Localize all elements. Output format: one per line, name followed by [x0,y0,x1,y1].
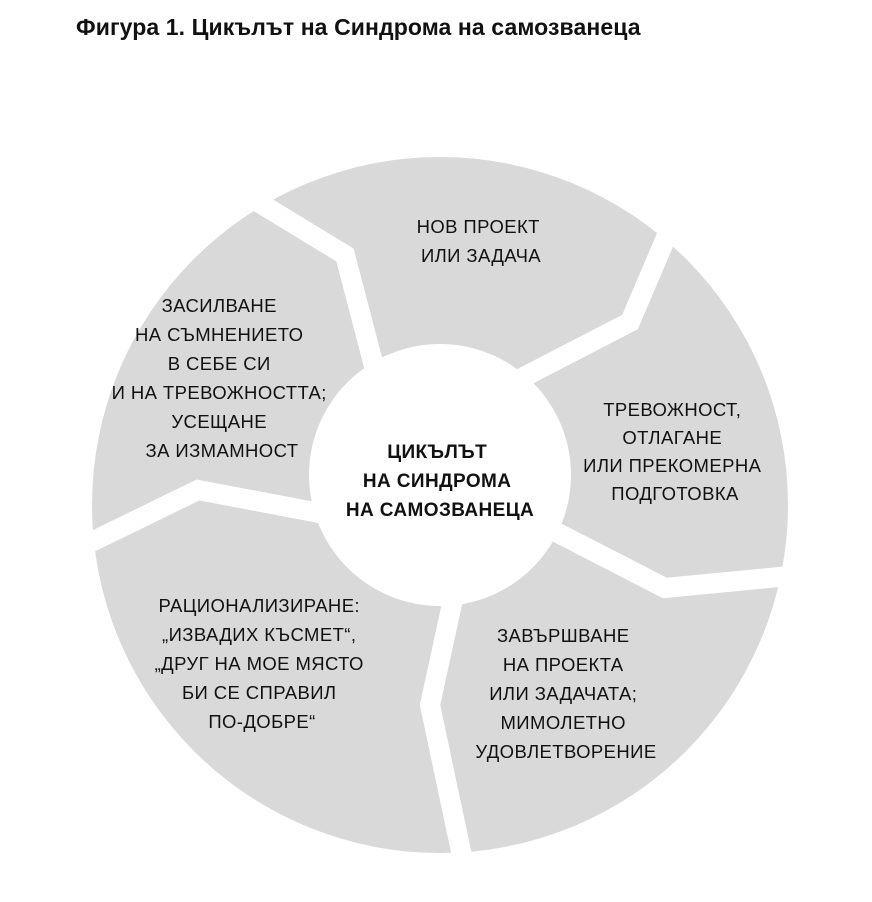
segment-line: ТРЕВОЖНОСТ, [603,399,741,420]
separator-doubt-to-new [229,179,385,373]
segment-line: „ИЗВАДИХ КЪСМЕТ“, [162,624,356,645]
segment-line: ЗАСИЛВАНЕ [162,295,277,316]
center-line: НА САМОЗВАНЕЦА [346,500,534,521]
segment-line: МИМОЛЕТНО [501,712,626,733]
segment-line: НА СЪМНЕНИЕТО [135,324,303,345]
segment-line: „ДРУГ НА МОЕ МЯСТО [155,653,364,674]
segment-line: ПОДГОТОВКА [611,483,739,504]
segment-new-project: НОВ ПРОЕКТ ИЛИ ЗАДАЧА [417,216,546,266]
segment-line: УСЕЩАНЕ [171,411,267,432]
segment-line: УДОВЛЕТВОРЕНИЕ [475,741,656,762]
segment-line: ПО-ДОБРЕ“ [208,711,315,732]
segment-anxiety: ТРЕВОЖНОСТ, ОТЛАГАНЕ ИЛИ ПРЕКОМЕРНА ПОДГ… [583,399,767,504]
segment-line: ОТЛАГАНЕ [622,427,722,448]
segment-line: ИЛИ ПРЕКОМЕРНА [583,455,761,476]
center-line: ЦИКЪЛЪТ [387,442,487,463]
center-circle [309,344,571,606]
segment-line: НА ПРОЕКТА [503,654,624,675]
segment-line: ЗА ИЗМАМНОСТ [146,440,299,461]
segment-line: ЗАВЪРШВАНЕ [497,625,630,646]
segment-line: И НА ТРЕВОЖНОСТТА; [112,382,327,403]
segment-line: ИЛИ ЗАДАЧАТА; [489,683,637,704]
segment-completion: ЗАВЪРШВАНЕ НА ПРОЕКТА ИЛИ ЗАДАЧАТА; МИМО… [475,625,656,762]
segment-line: БИ СЕ СПРАВИЛ [182,682,337,703]
separator-completion-to-rational [419,587,475,873]
segment-line: НОВ ПРОЕКТ [417,216,540,237]
center-line: НА СИНДРОМА [363,471,512,492]
segment-self-doubt: ЗАСИЛВАНЕ НА СЪМНЕНИЕТО В СЕБЕ СИ И НА Т… [112,295,333,461]
segment-separators [70,161,811,873]
separator-new-to-anxiety [513,161,707,389]
segment-line: РАЦИОНАЛИЗИРАНЕ: [158,595,360,616]
segment-line: В СЕБЕ СИ [168,353,271,374]
separator-rational-to-doubt [70,479,332,559]
segment-rationalizing: РАЦИОНАЛИЗИРАНЕ: „ИЗВАДИХ КЪСМЕТ“, „ДРУГ… [155,595,370,732]
separator-anxiety-to-completion [547,521,811,599]
center-label: ЦИКЪЛЪТ НА СИНДРОМА НА САМОЗВАНЕЦА [346,442,534,521]
figure-title: Фигура 1. Цикълът на Синдрома на самозва… [76,14,641,40]
segment-line: ИЛИ ЗАДАЧА [421,245,541,266]
